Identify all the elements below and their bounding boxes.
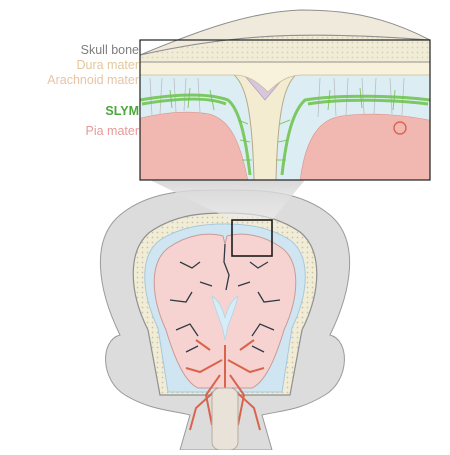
label-arachnoid-mater-text: Arachnoid mater <box>47 73 139 87</box>
sulci <box>169 243 281 353</box>
block-brain-tissue <box>139 111 249 181</box>
label-skull-bone: Skull bone <box>81 43 139 57</box>
vessel-cross-section <box>393 121 407 135</box>
zoom-box <box>231 219 273 257</box>
label-skull-bone-text: Skull bone <box>80 43 139 57</box>
label-dura-mater: Dura mater <box>76 58 139 72</box>
label-dura-mater-text: Dura mater <box>76 58 139 72</box>
label-slym: SLYM <box>105 104 139 118</box>
label-slym-text: SLYM <box>105 104 139 118</box>
head-cross-section <box>100 189 350 451</box>
lateral-ventricles <box>211 295 239 341</box>
block-top-face <box>139 9 431 56</box>
label-pia-mater: Pia mater <box>86 124 140 138</box>
dura-mater-layer <box>139 61 431 93</box>
slym-membrane <box>139 93 431 176</box>
magnified-block <box>139 9 431 181</box>
zoom-cone <box>150 180 305 220</box>
label-arachnoid-mater: Arachnoid mater <box>47 73 139 87</box>
label-pia-mater-text: Pia mater <box>85 124 140 138</box>
brainstem <box>211 387 239 451</box>
